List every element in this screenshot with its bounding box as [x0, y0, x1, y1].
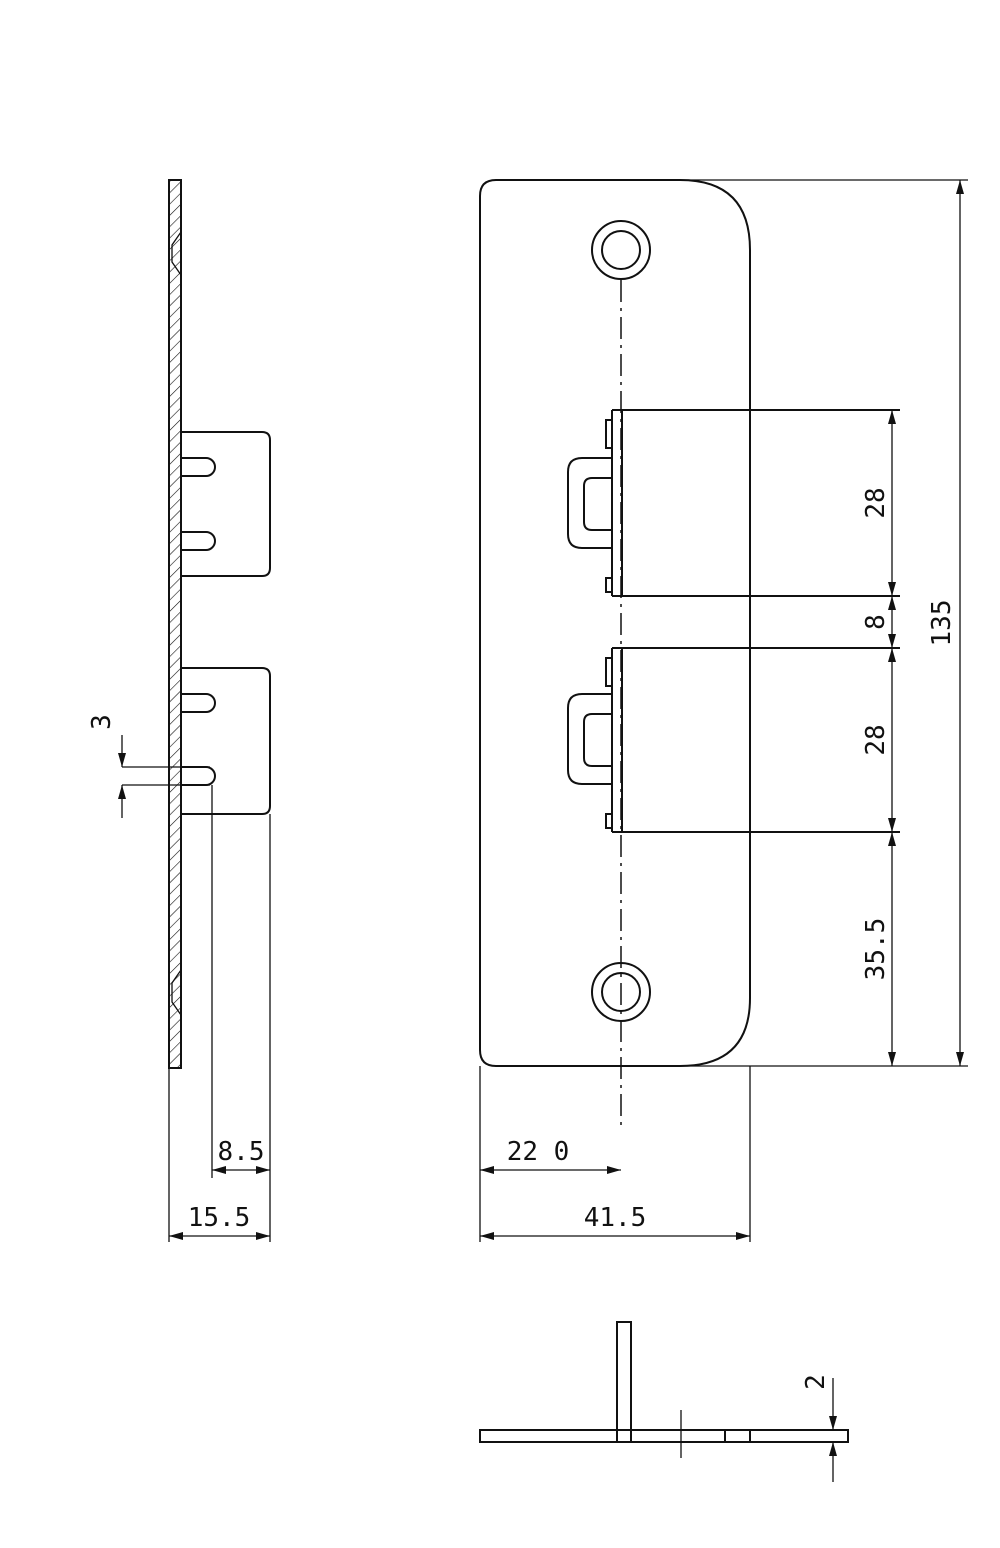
lower-tab	[181, 667, 271, 815]
plate-section	[168, 179, 182, 1069]
lower-slot	[567, 647, 900, 833]
upper-slot	[567, 409, 900, 597]
upper-tab	[181, 431, 271, 577]
plate-outline	[479, 179, 751, 1067]
front-view: 28 8 28 35.5 135 22 0 41.5	[479, 179, 968, 1242]
dim-inner-depth: 8.5	[218, 1137, 265, 1167]
dim-slot-gap: 8	[861, 614, 891, 630]
side-view: 3 8.5 15.5	[87, 179, 271, 1242]
dim-upper-slot: 28	[861, 487, 891, 518]
dim-lower-slot: 28	[861, 724, 891, 755]
tab-edge	[616, 1321, 632, 1443]
dim-lower-margin: 35.5	[861, 918, 891, 981]
dim-offset-center: 22 0	[507, 1137, 570, 1167]
dim-plate-height: 135	[927, 600, 957, 647]
plate-edge	[479, 1429, 849, 1443]
dim-total-depth: 15.5	[188, 1203, 251, 1233]
top-view: 2	[479, 1321, 849, 1482]
dim-slot-width: 3	[87, 714, 117, 730]
dim-plate-width: 41.5	[584, 1203, 647, 1233]
dim-thickness: 2	[801, 1374, 831, 1390]
upper-screw-hole	[591, 220, 651, 280]
